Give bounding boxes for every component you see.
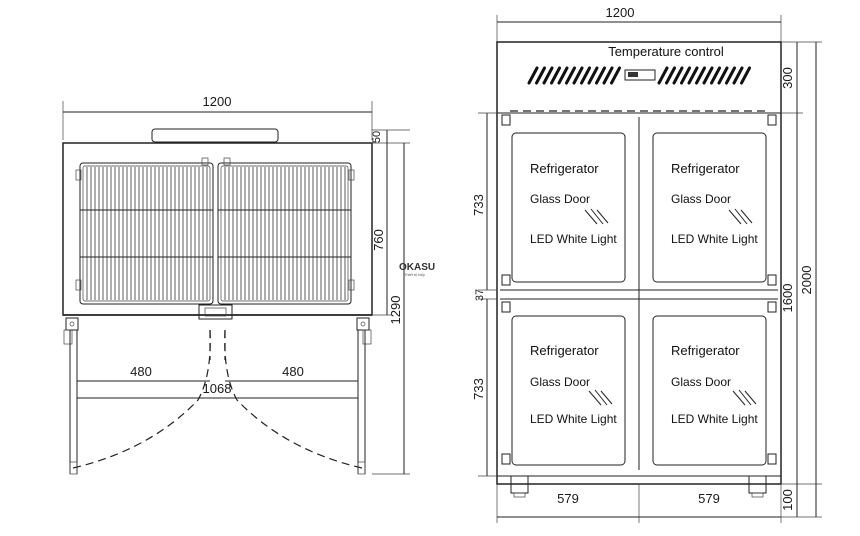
- panel-1-line1: Glass Door: [530, 192, 590, 206]
- front-feet-height-label: 100: [780, 489, 795, 511]
- door-right-label: 480: [282, 364, 304, 379]
- temperature-control-label: Temperature control: [608, 44, 724, 59]
- door-panel-1: Refrigerator Glass Door LED White Light: [511, 132, 626, 283]
- top-housing: [151, 128, 279, 143]
- door-panel-3: Refrigerator Glass Door LED White Light: [511, 315, 626, 466]
- door-width-dimensions: 480 480 1068: [77, 364, 358, 399]
- door-panel-4: Refrigerator Glass Door LED White Light: [652, 315, 767, 466]
- cabinet-feet: [497, 475, 781, 498]
- top-depth-small-label: 50: [371, 131, 383, 143]
- front-hinges: [501, 114, 777, 465]
- panel-2-title: Refrigerator: [671, 161, 740, 176]
- okasu-logo: OKASU Thiết bị bếp: [399, 262, 435, 277]
- panel-4-title: Refrigerator: [671, 343, 740, 358]
- hinge-right: [356, 317, 372, 345]
- hinge-left: [63, 317, 79, 345]
- front-right-dimensions: 300 1600 100 2000: [780, 41, 822, 518]
- front-gap-label: 37: [474, 289, 486, 301]
- top-depth-open-label: 1290: [388, 296, 403, 325]
- door-left-open: [69, 330, 78, 475]
- swing-arc-right: [224, 329, 363, 469]
- top-width-dimension: 1200: [62, 94, 373, 140]
- vent-right: [657, 66, 751, 85]
- door-right-open: [357, 330, 366, 475]
- panel-3-title: Refrigerator: [530, 343, 599, 358]
- glass-reflection-icon: [588, 389, 613, 406]
- front-bottom-dimensions: 579 579: [496, 484, 782, 523]
- glass-reflection-icon: [584, 208, 609, 225]
- top-view: 1200: [62, 94, 435, 475]
- front-top-height-label: 300: [780, 67, 795, 89]
- panel-2-line2: LED White Light: [671, 232, 758, 246]
- front-door-upper-label: 733: [471, 194, 486, 216]
- front-left-dimensions: 733 37 733: [471, 112, 497, 477]
- top-shelf-left: [79, 162, 214, 305]
- front-body-height-label: 1600: [780, 284, 795, 313]
- door-span-label: 1068: [203, 381, 232, 396]
- top-depth-body-label: 760: [371, 229, 386, 251]
- front-width-left-label: 579: [557, 491, 579, 506]
- panel-3-line2: LED White Light: [530, 412, 617, 426]
- svg-text:Thiết bị bếp: Thiết bị bếp: [404, 272, 426, 277]
- front-width-dimension: 1200: [496, 5, 782, 42]
- panel-1-title: Refrigerator: [530, 161, 599, 176]
- control-panel: Temperature control: [510, 44, 770, 112]
- swing-arc-left: [72, 329, 211, 469]
- front-total-height-label: 2000: [799, 266, 814, 295]
- panel-3-line1: Glass Door: [530, 375, 590, 389]
- top-width-label: 1200: [203, 94, 232, 109]
- vent-left: [527, 66, 621, 85]
- temperature-controller: [624, 69, 656, 81]
- panel-2-line1: Glass Door: [671, 192, 731, 206]
- front-door-lower-label: 733: [471, 378, 486, 400]
- glass-reflection-icon: [728, 208, 753, 225]
- panel-4-line2: LED White Light: [671, 412, 758, 426]
- panel-1-line2: LED White Light: [530, 232, 617, 246]
- door-panel-2: Refrigerator Glass Door LED White Light: [652, 132, 767, 283]
- glass-reflection-icon: [732, 389, 757, 406]
- top-shelf-right: [217, 162, 352, 305]
- svg-text:OKASU: OKASU: [399, 262, 435, 273]
- front-width-label: 1200: [606, 5, 635, 20]
- panel-4-line1: Glass Door: [671, 375, 731, 389]
- center-mullion: [198, 304, 233, 320]
- front-view: 1200 Temperature control: [471, 5, 822, 523]
- front-width-right-label: 579: [698, 491, 720, 506]
- top-depth-dimensions: 50 760 1290: [371, 129, 410, 475]
- shelf-brackets: [75, 157, 355, 291]
- door-left-label: 480: [130, 364, 152, 379]
